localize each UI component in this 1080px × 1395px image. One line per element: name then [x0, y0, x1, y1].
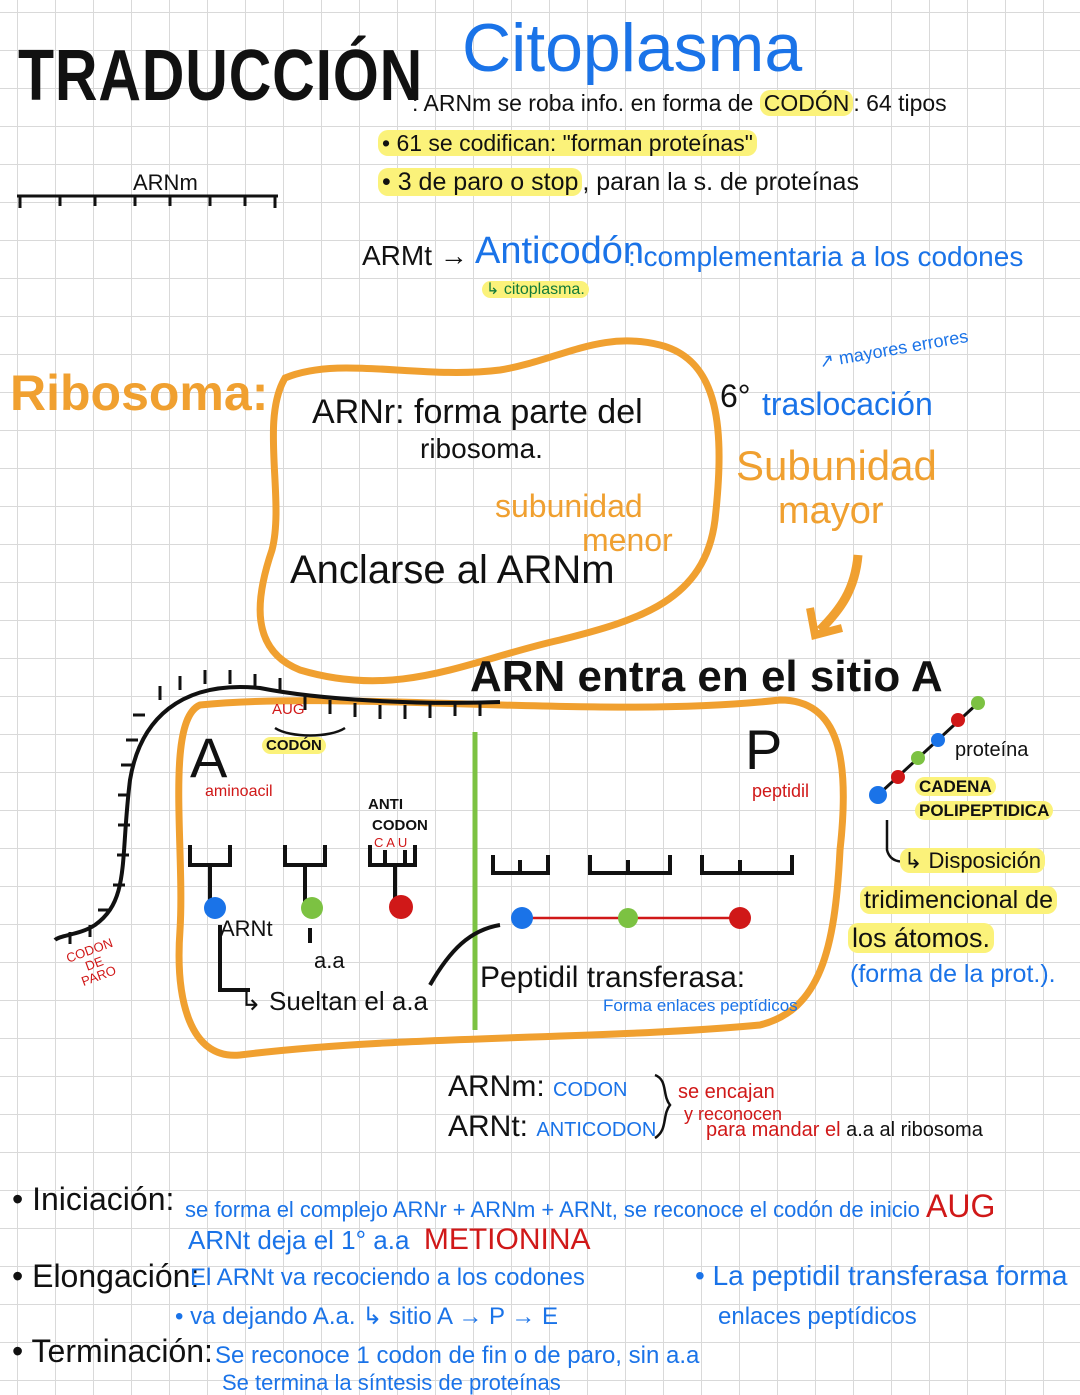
atomos-label: los átomos. — [848, 923, 995, 953]
iniciacion-desc: se forma el complejo ARNr + ARNm + ARNt,… — [185, 1197, 920, 1222]
disposicion-label: ↳ Disposición — [900, 848, 1046, 873]
cadena-label-1: CADENA — [915, 777, 996, 796]
match-reconocen: y reconocen — [684, 1104, 783, 1124]
match-codon: CODON — [553, 1079, 628, 1101]
start-codon: AUG — [926, 1188, 996, 1224]
codon-count: : 64 tipos — [853, 90, 947, 116]
elongacion-side-2: enlaces peptídicos — [718, 1303, 917, 1330]
stage-terminacion-line2: Se termina la síntesis de proteínas — [222, 1370, 561, 1395]
location-heading: Citoplasma — [462, 10, 803, 86]
large-subunit-label-1: Subunidad — [736, 442, 937, 489]
aa-label: a.a — [314, 948, 345, 973]
arnr-line-2: ribosoma. — [420, 433, 543, 464]
sueltan-label: ↳ Sueltan el a.a — [240, 986, 429, 1016]
cadena-label-2: POLIPEPTIDICA — [915, 801, 1054, 820]
metionina: METIONINA — [423, 1223, 591, 1256]
peptidil-label: peptidil — [752, 781, 810, 801]
intro-line-1: : ARNm se roba info. en forma de CODÓN: … — [412, 90, 947, 116]
arnt-label: ARNt — [220, 916, 273, 941]
match-mandar: para mandar el a.a al ribosoma — [706, 1120, 983, 1140]
match-anticodon: ANTICODON — [536, 1119, 657, 1141]
trna-location: ↳ citoplasma. — [482, 281, 589, 298]
match-encajan: se encajan — [678, 1081, 775, 1103]
stage-elongacion-text: El ARNt va recociendo a los codones — [190, 1264, 585, 1291]
match-arnt-label: ARNt: — [448, 1110, 529, 1143]
stop-codons: • 3 de paro o stop — [378, 168, 583, 196]
coding-codons: • 61 se codifican: "forman proteínas" — [378, 130, 757, 156]
cadena-text-2: POLIPEPTIDICA — [915, 801, 1054, 820]
arnm-strand — [53, 685, 501, 942]
codon-label: CODÓN — [262, 737, 326, 754]
atomos-text: los átomos. — [848, 923, 995, 953]
stage-terminacion-label: • Terminación: — [12, 1333, 213, 1369]
step-number: 6° — [720, 378, 751, 414]
anticodon-desc: : complementaria a los codones — [628, 241, 1024, 272]
anticodon-label-2: CODON — [372, 817, 428, 834]
match-rest: a.a al ribosoma — [846, 1119, 983, 1141]
stage-iniciacion-text: se forma el complejo ARNr + ARNm + ARNt,… — [185, 1190, 995, 1222]
match-arnt: ARNt: ANTICODON — [448, 1112, 656, 1142]
stage-elongacion-label: • Elongación: — [12, 1258, 200, 1294]
match-arnm-label: ARNm: — [448, 1070, 545, 1103]
page-title: TRADUCCIÓN — [18, 36, 424, 116]
ribosoma-heading: Ribosoma: — [10, 365, 269, 421]
tridimensional-label: tridimencional de — [860, 886, 1057, 914]
site-a: A — [190, 726, 228, 789]
forma-prot-label: (forma de la prot.). — [850, 960, 1056, 988]
cadena-text-1: CADENA — [915, 777, 996, 796]
large-subunit-outline — [175, 696, 847, 1059]
arn-entra-heading: ARN entra en el sitio A — [470, 652, 943, 701]
transferasa-label: Peptidil transferasa: — [480, 961, 746, 994]
anticodon-bases: C A U — [374, 835, 408, 850]
stage-iniciacion-label: • Iniciación: — [12, 1181, 175, 1217]
stage-elongacion-line2: • va dejando A.a. ↳ sitio A → P → E — [175, 1303, 558, 1330]
traslocacion-label: traslocación — [762, 386, 933, 422]
stage-iniciacion-line2: ARNt deja el 1° a.a METIONINA — [188, 1225, 591, 1255]
enlaces-label: Forma enlaces peptídicos — [603, 996, 798, 1015]
small-subunit-outline — [256, 337, 723, 685]
match-mandar-text: para mandar el — [706, 1119, 841, 1141]
aug-label: AUG — [272, 701, 305, 718]
codon-highlight: CODÓN — [759, 90, 854, 116]
disposicion-text: ↳ Disposición — [900, 848, 1046, 873]
anticodon-label-1: ANTI — [368, 796, 403, 813]
stage-terminacion-text: Se reconoce 1 codon de fin o de paro, si… — [215, 1342, 700, 1369]
match-arnm: ARNm: CODON — [448, 1072, 627, 1102]
anticodon-heading: Anticodón — [475, 230, 645, 272]
site-p: P — [745, 718, 783, 781]
small-subunit-label-1: subunidad — [495, 488, 643, 524]
intro-line-3: • 3 de paro o stop, paran la s. de prote… — [378, 168, 859, 196]
arnm-label: ARNm — [133, 170, 198, 195]
intro-text: : ARNm se roba info. en forma de — [412, 90, 754, 116]
codon-label-text: CODÓN — [262, 737, 326, 754]
tridimensional-text: tridimencional de — [860, 886, 1057, 914]
stop-desc: , paran la s. de proteínas — [582, 168, 859, 196]
iniciacion-line2-text: ARNt deja el 1° a.a — [188, 1225, 410, 1255]
trna-label: ARMt → — [362, 240, 468, 271]
aminoacil-label: aminoacil — [205, 783, 273, 800]
small-subunit-label-2: menor — [582, 522, 673, 558]
large-subunit-label-2: mayor — [778, 490, 884, 532]
elongacion-side-1: • La peptidil transferasa forma — [695, 1260, 1068, 1291]
trna-location-text: ↳ citoplasma. — [482, 281, 589, 298]
intro-line-2: • 61 se codifican: "forman proteínas" — [378, 130, 757, 156]
proteina-label: proteína — [955, 739, 1029, 761]
arnr-line-1: ARNr: forma parte del — [312, 393, 643, 431]
anclarse-text: Anclarse al ARNm — [290, 548, 615, 592]
